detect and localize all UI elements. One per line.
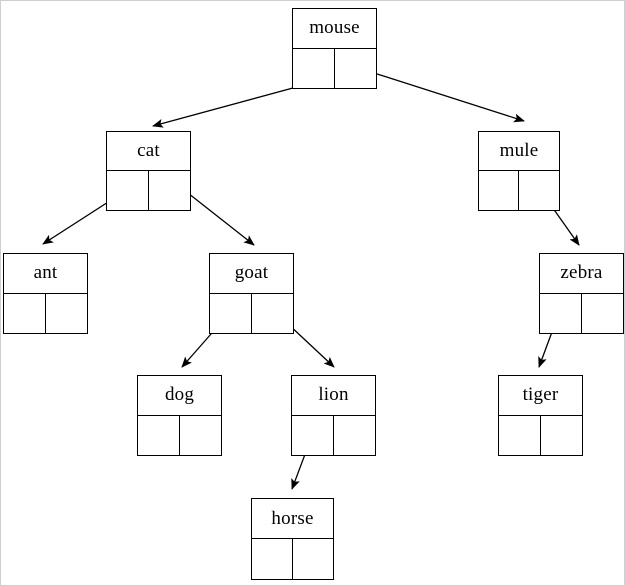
tree-node-mule[interactable]: mule (478, 131, 560, 211)
tree-node-dog[interactable]: dog (137, 375, 222, 456)
node-label-tiger: tiger (499, 376, 582, 416)
tree-node-lion[interactable]: lion (291, 375, 376, 456)
node-label-mule: mule (479, 132, 559, 171)
node-label-mouse: mouse (293, 9, 376, 49)
right-pointer-cell-tiger[interactable] (541, 416, 583, 456)
right-pointer-cell-zebra[interactable] (582, 294, 624, 334)
node-label-dog: dog (138, 376, 221, 416)
node-label-horse: horse (252, 499, 333, 539)
node-pointers-dog (138, 415, 222, 456)
tree-node-goat[interactable]: goat (209, 253, 294, 334)
right-pointer-cell-lion[interactable] (334, 416, 376, 456)
node-label-ant: ant (4, 254, 87, 294)
right-pointer-cell-mouse[interactable] (335, 49, 377, 89)
node-pointers-ant (4, 293, 88, 334)
left-pointer-cell-lion[interactable] (292, 415, 334, 455)
node-pointers-zebra (540, 293, 624, 334)
right-pointer-cell-horse[interactable] (293, 539, 334, 579)
right-pointer-cell-mule[interactable] (519, 171, 559, 210)
node-pointers-mouse (293, 48, 377, 89)
left-pointer-cell-horse[interactable] (252, 539, 293, 579)
right-pointer-cell-ant[interactable] (46, 294, 88, 334)
right-pointer-cell-dog[interactable] (180, 416, 222, 456)
node-label-lion: lion (292, 376, 375, 416)
node-label-zebra: zebra (540, 254, 623, 294)
tree-node-zebra[interactable]: zebra (539, 253, 624, 334)
tree-node-ant[interactable]: ant (3, 253, 88, 334)
tree-node-tiger[interactable]: tiger (498, 375, 583, 456)
left-pointer-cell-cat[interactable] (107, 171, 149, 210)
left-pointer-cell-ant[interactable] (4, 293, 46, 333)
right-pointer-cell-cat[interactable] (149, 171, 191, 210)
node-pointers-goat (210, 293, 294, 334)
node-pointers-mule (479, 171, 559, 210)
left-pointer-cell-tiger[interactable] (499, 415, 541, 455)
tree-node-mouse[interactable]: mouse (292, 8, 377, 89)
left-pointer-cell-mule[interactable] (479, 171, 519, 210)
tree-node-horse[interactable]: horse (251, 498, 334, 580)
node-pointers-horse (252, 539, 333, 579)
node-label-goat: goat (210, 254, 293, 294)
left-pointer-cell-dog[interactable] (138, 415, 180, 455)
node-pointers-lion (292, 415, 376, 456)
node-pointers-cat (107, 171, 190, 210)
tree-node-cat[interactable]: cat (106, 131, 191, 211)
node-pointers-tiger (499, 415, 583, 456)
left-pointer-cell-zebra[interactable] (540, 293, 582, 333)
left-pointer-cell-mouse[interactable] (293, 48, 335, 88)
left-pointer-cell-goat[interactable] (210, 293, 252, 333)
node-label-cat: cat (107, 132, 190, 171)
right-pointer-cell-goat[interactable] (252, 294, 294, 334)
